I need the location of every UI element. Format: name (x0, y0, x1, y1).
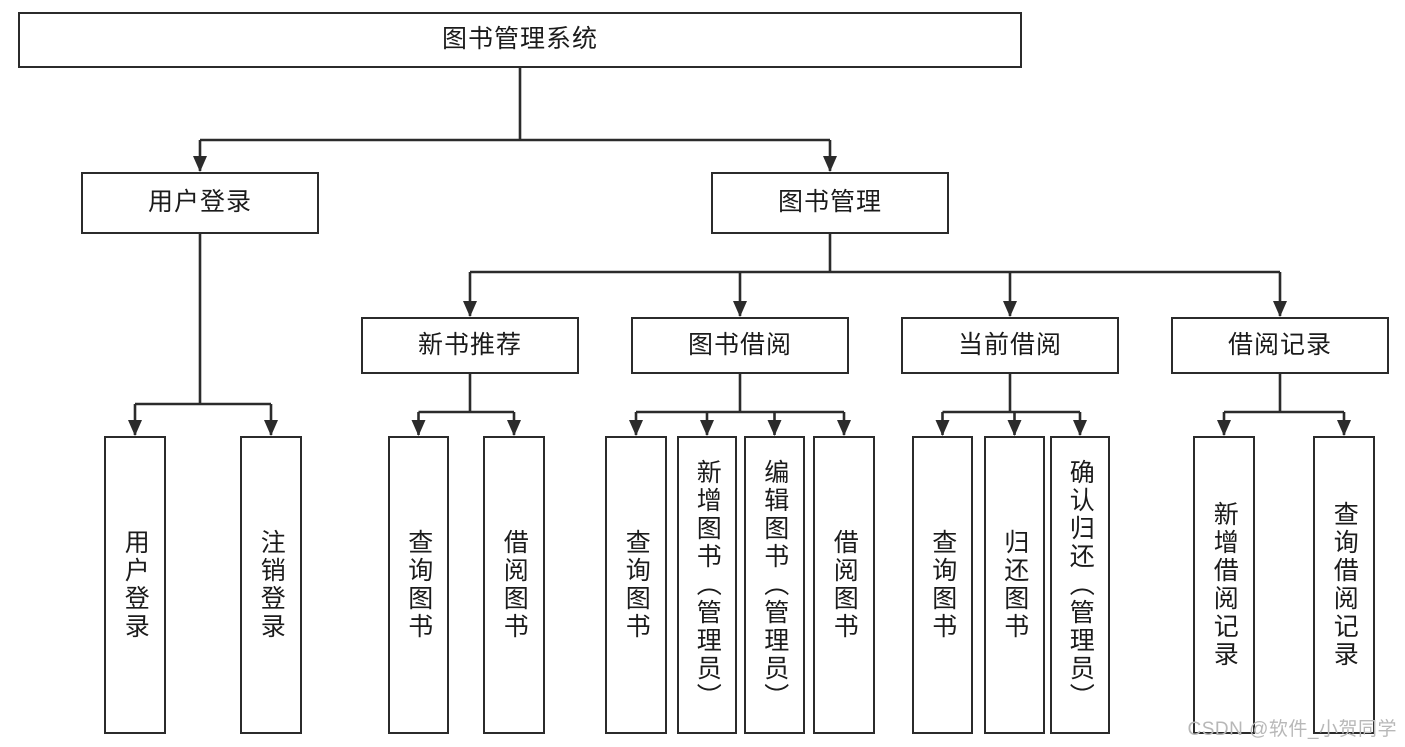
arrowhead-icon (128, 420, 142, 436)
root-label-0: 图书管理系统 (441, 25, 598, 54)
leaf-label-11: 新增借阅记录 (1210, 501, 1239, 669)
arrowhead-icon (1337, 420, 1351, 436)
level2-label-1: 图书管理 (777, 188, 882, 217)
leaf-label-9: 归还图书 (1000, 529, 1029, 641)
leaf-label-6: 编辑图书（管理员） (760, 459, 789, 711)
arrowhead-icon (733, 301, 747, 317)
level3-box-1[interactable]: 图书借阅 (631, 317, 849, 374)
leaf-label-12: 查询借阅记录 (1330, 501, 1359, 669)
leaf-label-1: 注销登录 (257, 529, 286, 641)
level3-box-2[interactable]: 当前借阅 (901, 317, 1119, 374)
root-box-0[interactable]: 图书管理系统 (18, 12, 1022, 68)
leaf-label-3: 借阅图书 (500, 529, 529, 641)
level2-label-0: 用户登录 (147, 188, 252, 217)
leaf-box-2[interactable]: 查询图书 (388, 436, 449, 734)
leaf-box-6[interactable]: 编辑图书（管理员） (744, 436, 805, 734)
level3-box-3[interactable]: 借阅记录 (1171, 317, 1389, 374)
level3-label-3: 借阅记录 (1227, 330, 1332, 359)
leaf-label-7: 借阅图书 (830, 529, 859, 641)
leaf-box-3[interactable]: 借阅图书 (483, 436, 545, 734)
level3-label-1: 图书借阅 (687, 330, 792, 359)
leaf-box-10[interactable]: 确认归还（管理员） (1050, 436, 1110, 734)
arrowhead-icon (507, 420, 521, 436)
level3-label-2: 当前借阅 (957, 330, 1062, 359)
leaf-label-8: 查询图书 (928, 529, 957, 641)
leaf-box-1[interactable]: 注销登录 (240, 436, 302, 734)
leaf-box-11[interactable]: 新增借阅记录 (1193, 436, 1255, 734)
arrowhead-icon (264, 420, 278, 436)
leaf-box-4[interactable]: 查询图书 (605, 436, 667, 734)
arrowhead-icon (193, 156, 207, 172)
arrowhead-icon (837, 420, 851, 436)
leaf-box-9[interactable]: 归还图书 (984, 436, 1045, 734)
arrowhead-icon (1217, 420, 1231, 436)
arrowhead-icon (411, 420, 426, 436)
leaf-box-12[interactable]: 查询借阅记录 (1313, 436, 1375, 734)
leaf-box-0[interactable]: 用户登录 (104, 436, 166, 734)
leaf-label-10: 确认归还（管理员） (1066, 459, 1095, 711)
arrowhead-icon (935, 420, 950, 436)
watermark-text: CSDN @软件_小贺同学 (1187, 719, 1397, 740)
arrowhead-icon (1007, 420, 1022, 436)
leaf-box-5[interactable]: 新增图书（管理员） (677, 436, 737, 734)
arrowhead-icon (1073, 420, 1087, 436)
arrowhead-icon (823, 156, 837, 172)
leaf-label-4: 查询图书 (622, 529, 651, 641)
arrowhead-icon (629, 420, 643, 436)
level3-box-0[interactable]: 新书推荐 (361, 317, 579, 374)
leaf-box-7[interactable]: 借阅图书 (813, 436, 875, 734)
leaf-label-2: 查询图书 (404, 529, 433, 641)
arrowhead-icon (463, 301, 477, 317)
arrowhead-icon (767, 420, 782, 436)
arrowhead-icon (1003, 301, 1017, 317)
arrowhead-icon (700, 420, 714, 436)
leaf-box-8[interactable]: 查询图书 (912, 436, 973, 734)
level2-box-0[interactable]: 用户登录 (81, 172, 319, 234)
leaf-label-0: 用户登录 (121, 529, 150, 641)
leaf-label-5: 新增图书（管理员） (693, 459, 722, 711)
level2-box-1[interactable]: 图书管理 (711, 172, 949, 234)
arrowhead-icon (1273, 301, 1287, 317)
level3-label-0: 新书推荐 (417, 330, 522, 359)
